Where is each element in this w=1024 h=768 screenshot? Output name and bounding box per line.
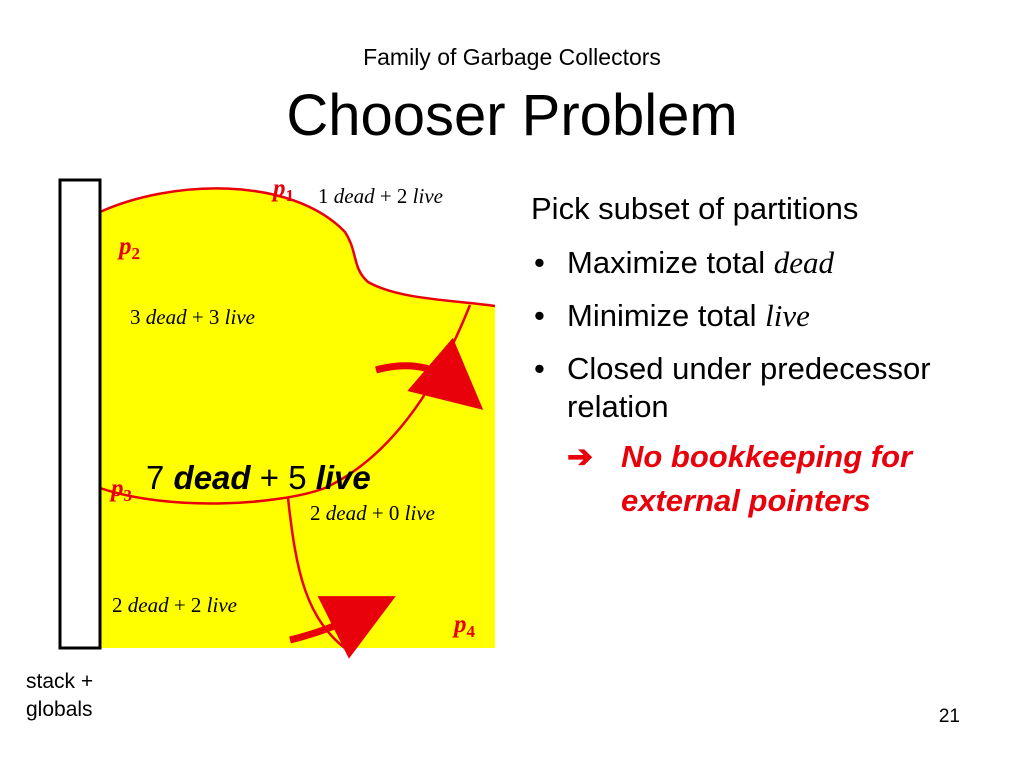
bullet-dot: •: [534, 245, 545, 280]
bullet-list: Pick subset of partitions • Maximize tot…: [531, 190, 951, 523]
count-p1: 1 dead + 2 live: [318, 184, 443, 208]
partition-label-p4: p4: [452, 611, 476, 641]
slide-number: 21: [938, 706, 960, 727]
bullet-item: • Maximize total dead: [531, 244, 951, 282]
bullet-dot: •: [534, 298, 545, 333]
count-p3: 2 dead + 2 live: [112, 593, 237, 617]
stack-label-line: globals: [26, 698, 93, 721]
stack-globals-label: stack + globals: [26, 668, 93, 724]
bullet-dot: •: [534, 351, 545, 386]
stack-globals-box: [58, 178, 102, 650]
slide-supertitle: Family of Garbage Collectors: [363, 44, 661, 70]
partition-label-p1: p1: [271, 175, 294, 205]
pointer-arrow-upper: [375, 337, 484, 410]
stack-label-line: stack +: [26, 670, 94, 693]
heap-region: [100, 188, 495, 648]
p1-boundary: [99, 187, 496, 308]
bullet-item: • Closed under predecessor relation: [531, 350, 947, 426]
bullet-text: Minimize total: [567, 298, 766, 333]
bullet-heading: Pick subset of partitions: [531, 191, 859, 226]
bullet-term: dead: [773, 245, 834, 280]
partition-label-p2: p2: [117, 233, 140, 263]
conclusion-text: No bookkeeping for external pointers: [621, 439, 913, 518]
right-arrow-icon: ➔: [567, 439, 593, 474]
partition-label-p3: p3: [109, 475, 132, 505]
conclusion: ➔ No bookkeeping for external pointers: [531, 435, 951, 523]
count-p4: 2 dead + 0 live: [310, 501, 435, 525]
bullet-item: • Minimize total live: [531, 297, 951, 335]
bullet-text: Closed under predecessor relation: [567, 351, 931, 424]
total-count: 7 dead + 5 live: [146, 459, 371, 496]
count-p2: 3 dead + 3 live: [130, 305, 255, 329]
pointer-arrow-lower: [289, 596, 396, 659]
slide-title: Chooser Problem: [286, 83, 738, 148]
bullet-term: live: [765, 298, 810, 333]
bullet-text: Maximize total: [567, 245, 774, 280]
